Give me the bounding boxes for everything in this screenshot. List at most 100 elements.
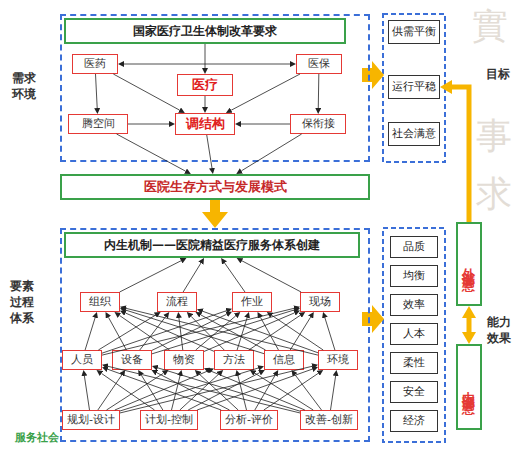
goal-box: 柔性 bbox=[390, 352, 438, 374]
box-label: 改善-创新 bbox=[305, 413, 353, 426]
connector-arrow bbox=[152, 310, 294, 354]
element-box: 流程 bbox=[157, 292, 197, 312]
connector-arrow bbox=[197, 369, 312, 410]
element-box: 分析-评价 bbox=[220, 410, 278, 430]
goal-frame bbox=[383, 14, 445, 162]
connector-arrow bbox=[124, 64, 290, 65]
element-box: 计划-控制 bbox=[140, 410, 198, 430]
connector-arrow bbox=[141, 375, 163, 410]
connector-arrow bbox=[241, 134, 301, 171]
connector-arrow bbox=[199, 374, 238, 410]
box-label: 调结构 bbox=[186, 116, 225, 132]
satisfaction-box: 内部满意 bbox=[456, 344, 482, 430]
element-box: 物资 bbox=[164, 350, 204, 370]
connector-arrow bbox=[290, 317, 310, 350]
connector-arrow bbox=[331, 376, 336, 410]
goal-box: 均衡 bbox=[390, 265, 438, 287]
connector-arrow bbox=[117, 134, 186, 171]
block-arrow bbox=[362, 61, 384, 89]
goal-box: 经济 bbox=[390, 410, 438, 432]
box-label: 医疗 bbox=[192, 77, 218, 93]
connector-arrow bbox=[188, 373, 259, 410]
element-box: 人员 bbox=[62, 350, 102, 370]
box-label: 分析-评价 bbox=[225, 413, 273, 426]
header-box: 内生机制——医院精益医疗服务体系创建 bbox=[64, 232, 360, 258]
connector-arrow bbox=[102, 311, 226, 353]
connector-arrow bbox=[179, 318, 183, 350]
connector-arrow bbox=[126, 310, 264, 354]
connector-arrow bbox=[264, 373, 318, 410]
connector-arrow bbox=[295, 375, 321, 410]
connector-arrow bbox=[108, 369, 222, 410]
connector-arrow bbox=[157, 373, 230, 410]
box-label: 安全 bbox=[403, 385, 425, 398]
box-label: 国家医疗卫生体制改革要求 bbox=[133, 24, 277, 38]
connector-arrow bbox=[126, 313, 214, 351]
connector-arrow bbox=[205, 44, 206, 68]
box-label: 腾空间 bbox=[82, 117, 115, 130]
connector-arrow bbox=[231, 74, 300, 110]
connector-arrow bbox=[98, 375, 122, 410]
connector-arrow bbox=[128, 124, 169, 125]
box-label: 环境 bbox=[327, 353, 349, 366]
connector-arrow bbox=[183, 263, 201, 292]
connector-arrow bbox=[467, 318, 472, 332]
connector-arrow bbox=[180, 374, 219, 410]
box-label: 社会满意 bbox=[392, 127, 436, 140]
connector-arrow bbox=[255, 373, 313, 410]
box-label: 医院生存方式与发展模式 bbox=[144, 179, 287, 195]
goal-box: 社会满意 bbox=[388, 122, 440, 146]
element-box: 方法 bbox=[214, 350, 254, 370]
element-box: 组织 bbox=[80, 292, 120, 312]
connector-arrow bbox=[210, 200, 220, 212]
box-label: 物资 bbox=[173, 353, 195, 366]
box-label: 保衔接 bbox=[302, 117, 335, 130]
box-label: 效率 bbox=[403, 298, 425, 311]
key-element-box: 医疗 bbox=[177, 74, 233, 96]
group-frame: 要素 过程 体系内生机制——医院精益医疗服务体系创建组织流程作业现场人员设备物资… bbox=[60, 228, 370, 442]
connector-arrow bbox=[204, 313, 294, 352]
connector-arrow bbox=[225, 263, 245, 292]
element-box: 环境 bbox=[318, 350, 358, 370]
connector-arrow bbox=[120, 368, 258, 411]
box-label: 柔性 bbox=[403, 356, 425, 369]
box-label: 流程 bbox=[166, 295, 188, 308]
connector-arrow bbox=[201, 315, 266, 350]
connector-arrow bbox=[108, 366, 300, 413]
connector-arrow bbox=[113, 74, 179, 110]
connector-arrow bbox=[120, 366, 312, 413]
connector-arrow bbox=[191, 316, 224, 350]
connector-arrow bbox=[203, 311, 318, 353]
connector-arrow bbox=[101, 373, 154, 410]
connector-arrow bbox=[325, 318, 335, 350]
connector-arrow bbox=[205, 96, 206, 107]
box-label: 信息 bbox=[273, 353, 295, 366]
connector-arrow bbox=[84, 376, 89, 410]
connector-arrow bbox=[158, 368, 300, 411]
box-label: 均衡 bbox=[403, 269, 425, 282]
connector-arrow bbox=[272, 315, 323, 350]
connector-arrow bbox=[126, 308, 318, 355]
element-box: 保衔接 bbox=[290, 114, 346, 134]
box-label: 人本 bbox=[403, 327, 425, 340]
element-box: 设备 bbox=[112, 350, 152, 370]
connector-arrow bbox=[242, 261, 301, 292]
connector-arrow bbox=[210, 371, 305, 410]
watermark: 事 bbox=[474, 112, 513, 161]
group-frame: 需求 环境国家医疗卫生体制改革要求医药医疗医保腾空间调结构保衔接 bbox=[60, 14, 370, 162]
connector-arrow bbox=[260, 317, 278, 350]
satisfaction-box: 外部满意 bbox=[456, 222, 482, 306]
element-box: 医药 bbox=[72, 54, 118, 74]
connector-arrow bbox=[172, 376, 181, 410]
connector-arrow bbox=[119, 315, 169, 350]
side-label: 目标 bbox=[484, 66, 512, 82]
block-arrow bbox=[362, 305, 384, 333]
element-box: 规划-设计 bbox=[62, 410, 120, 430]
connector-arrow bbox=[238, 376, 247, 410]
box-label: 设备 bbox=[121, 353, 143, 366]
goal-box: 人本 bbox=[390, 323, 438, 345]
connector-arrow bbox=[318, 74, 320, 108]
box-label: 计划-控制 bbox=[145, 413, 193, 426]
connector-arrow bbox=[98, 315, 155, 350]
